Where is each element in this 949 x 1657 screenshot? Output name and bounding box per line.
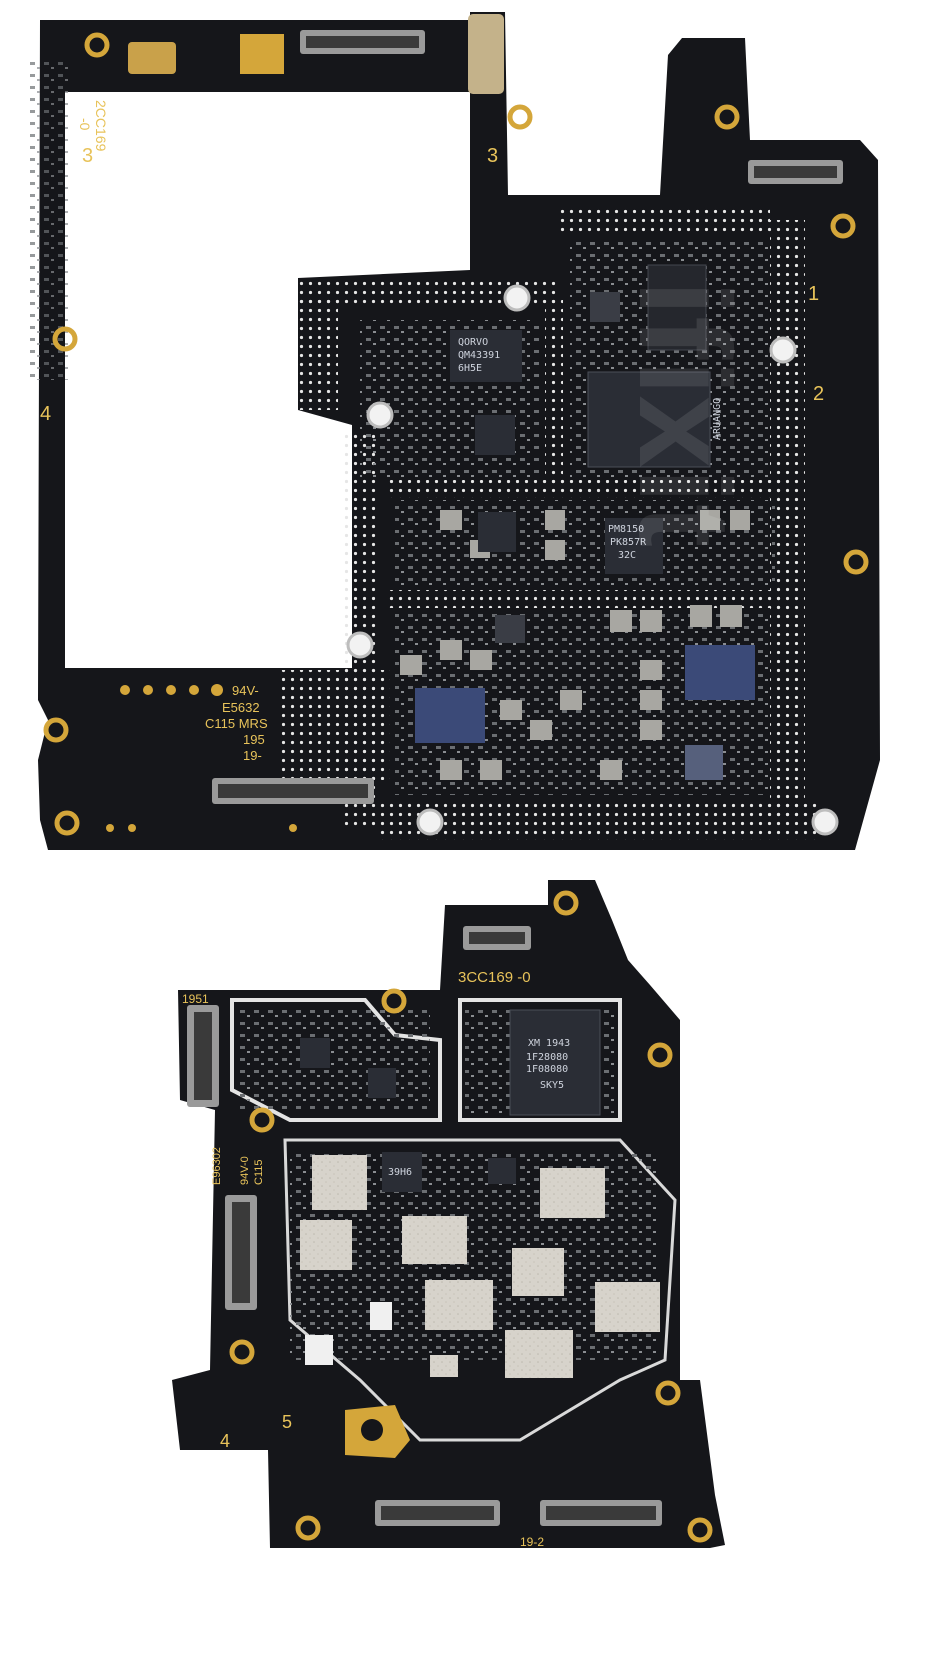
side-code: E96302 (211, 1147, 223, 1185)
chip-dark-7 (488, 1158, 516, 1184)
side-b: 94V-0 (239, 1156, 251, 1185)
pmic-line-3: 32C (618, 550, 636, 561)
chip-dark-4 (495, 615, 525, 643)
xm-line-4: SKY5 (540, 1080, 564, 1091)
top-rev: -0 (77, 118, 93, 131)
bottom-label-4: 4 (220, 1431, 230, 1451)
pmic-line-1: PM8150 (608, 524, 644, 535)
side-c: C115 (253, 1160, 265, 1185)
chip-dark-3 (590, 292, 620, 322)
xm-line-1: XM 1943 (528, 1038, 570, 1049)
via-band-left (298, 300, 338, 410)
via-band-vert (545, 300, 563, 485)
connector-right (748, 160, 843, 184)
bottom-label-5: 5 (282, 1412, 292, 1432)
chip-39h6-label: 39H6 (388, 1167, 412, 1178)
gold-pad-top (240, 34, 284, 74)
mounting-holes-bottom (229, 890, 713, 1543)
via-band-upper (560, 205, 770, 235)
passive-array (400, 510, 750, 780)
qorvo-chip (450, 330, 522, 382)
connector-btm-right (540, 1500, 662, 1526)
component-field-e (30, 60, 70, 380)
label-2: 2 (813, 383, 824, 405)
via-band-left2 (280, 670, 390, 780)
gold-screw-hole (361, 1419, 383, 1441)
label-4: 4 (40, 403, 51, 425)
memory-chip (647, 264, 707, 351)
soc-chip (587, 371, 711, 468)
qorvo-line-1: QORVO (458, 337, 488, 348)
chip-dark-1 (475, 415, 515, 455)
mark-94v: 94V- (232, 683, 259, 698)
pmic-line-2: PK857R (610, 537, 647, 548)
rf-shields (300, 1155, 660, 1378)
white-part-2 (305, 1335, 333, 1365)
bottom-year: 1951 (182, 992, 209, 1006)
via-band-cross (385, 480, 785, 498)
via-band-right (770, 220, 805, 820)
xm-line-3: 1F08080 (526, 1064, 568, 1075)
chip-dark-6 (368, 1068, 396, 1098)
blue-chip-small (685, 745, 723, 780)
watermark: ifixit (612, 280, 758, 547)
blue-chip-left (415, 688, 485, 743)
pmic-chip (605, 518, 663, 574)
chip-dark-2 (478, 512, 516, 552)
mark-e5632: E5632 (222, 700, 260, 715)
connector-top-bottom (463, 926, 531, 950)
label-1: 1 (808, 283, 819, 305)
white-part-1 (370, 1302, 392, 1330)
mounting-holes-top (43, 32, 869, 836)
mark-c115: C115 MRS (205, 716, 268, 731)
label-3b: 3 (487, 145, 498, 167)
screw-holes-top (346, 284, 839, 836)
xm-line-2: 1F28080 (526, 1052, 568, 1063)
crystal (128, 42, 176, 74)
soc-label: ARUANGO (712, 398, 723, 440)
chip-dark-5 (300, 1038, 330, 1068)
chip-39h6 (382, 1152, 422, 1192)
component-field-f (240, 1010, 430, 1110)
connector-left (187, 1005, 219, 1107)
gold-dots (106, 684, 297, 832)
mark-195: 195 (243, 732, 265, 747)
top-code: 2CC169 (93, 100, 109, 152)
via-band-cross2 (385, 590, 785, 608)
qorvo-line-3: 6H5E (458, 363, 482, 374)
qorvo-line-2: QM43391 (458, 350, 500, 361)
mark-19: 19- (243, 748, 262, 763)
gold-bracket (468, 14, 504, 94)
connector-btm-left (375, 1500, 500, 1526)
xm-chip (509, 1009, 601, 1116)
bottom-code: 3CC169 -0 (458, 969, 531, 986)
top-board: ARUANGO QORVO QM43391 6H5E PM8150 PK857R… (30, 12, 880, 850)
connector-side (225, 1195, 257, 1310)
connector-bottom (212, 778, 374, 804)
label-3a: 3 (82, 145, 93, 167)
connector-top (300, 30, 425, 54)
via-band-bottom (380, 800, 820, 840)
mark-19-2: 19-2 (520, 1535, 544, 1549)
bottom-board: XM 1943 1F28080 1F08080 SKY5 39H6 (172, 880, 725, 1549)
shield-trace-2 (458, 998, 622, 1122)
blue-chip-right (685, 645, 755, 700)
